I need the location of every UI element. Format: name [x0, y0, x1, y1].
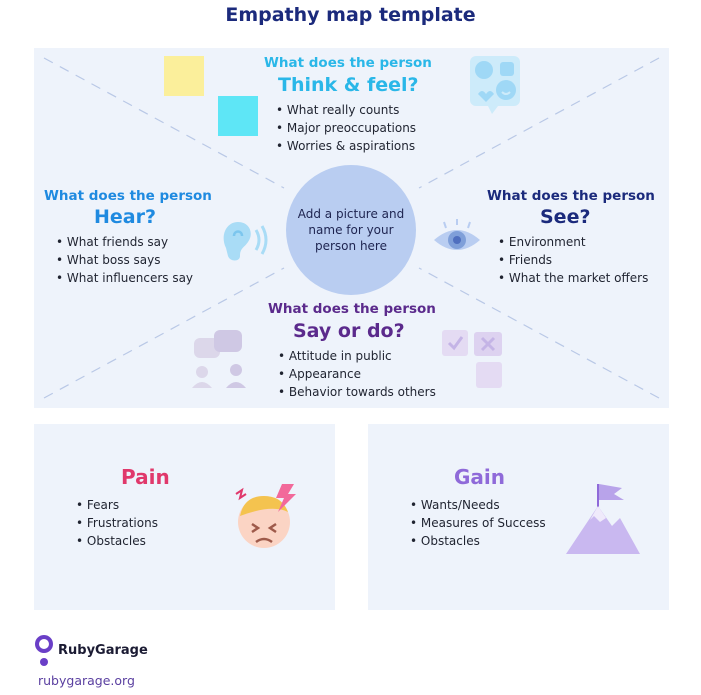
- persona-placeholder-text: Add a picture and name for your person h…: [297, 207, 405, 253]
- think-list: What really counts Major preoccupations …: [276, 101, 416, 155]
- list-item: What the market offers: [498, 269, 648, 287]
- list-item: What friends say: [56, 233, 193, 251]
- list-item: Obstacles: [76, 532, 158, 550]
- list-item: What really counts: [276, 101, 416, 119]
- sticky-notes-icon: [442, 330, 502, 388]
- conversation-icon: [192, 330, 246, 388]
- list-item: Appearance: [278, 365, 436, 383]
- see-question: What does the person: [487, 188, 655, 204]
- list-item: Behavior towards others: [278, 383, 436, 401]
- list-item: Frustrations: [76, 514, 158, 532]
- say-question: What does the person: [268, 301, 436, 317]
- hear-list: What friends say What boss says What inf…: [56, 233, 193, 287]
- page-title: Empathy map template: [225, 4, 476, 26]
- list-item: What boss says: [56, 251, 193, 269]
- see-heading: See?: [540, 206, 591, 228]
- rubygarage-logo-icon: [35, 635, 53, 666]
- pain-list: Fears Frustrations Obstacles: [76, 496, 158, 550]
- say-heading: Say or do?: [293, 320, 405, 342]
- hear-question: What does the person: [44, 188, 212, 204]
- list-item: Worries & aspirations: [276, 137, 416, 155]
- brand-logo-text: RubyGarage: [58, 643, 148, 658]
- list-item: Measures of Success: [410, 514, 546, 532]
- gain-list: Wants/Needs Measures of Success Obstacle…: [410, 496, 546, 550]
- mountain-flag-icon: [566, 484, 640, 554]
- emoji-bubble-icon: [470, 56, 520, 114]
- list-item: Attitude in public: [278, 347, 436, 365]
- say-list: Attitude in public Appearance Behavior t…: [278, 347, 436, 401]
- think-heading: Think & feel?: [278, 74, 419, 96]
- see-list: Environment Friends What the market offe…: [498, 233, 648, 287]
- list-item: Friends: [498, 251, 648, 269]
- list-item: Obstacles: [410, 532, 546, 550]
- list-item: Wants/Needs: [410, 496, 546, 514]
- list-item: Fears: [76, 496, 158, 514]
- list-item: What influencers say: [56, 269, 193, 287]
- eye-icon: [434, 219, 480, 250]
- map-diagonals: [43, 57, 660, 399]
- pain-heading: Pain: [121, 465, 170, 489]
- list-item: Environment: [498, 233, 648, 251]
- think-question: What does the person: [264, 55, 432, 71]
- ear-icon: [223, 222, 268, 261]
- website-link[interactable]: rubygarage.org: [38, 673, 135, 688]
- hear-heading: Hear?: [94, 206, 157, 228]
- headache-face-icon: [235, 484, 296, 548]
- list-item: Major preoccupations: [276, 119, 416, 137]
- gain-heading: Gain: [454, 465, 506, 489]
- sticky-note-cyan: [218, 96, 258, 136]
- sticky-note-yellow: [164, 56, 204, 96]
- persona-placeholder: Add a picture and name for your person h…: [286, 165, 416, 295]
